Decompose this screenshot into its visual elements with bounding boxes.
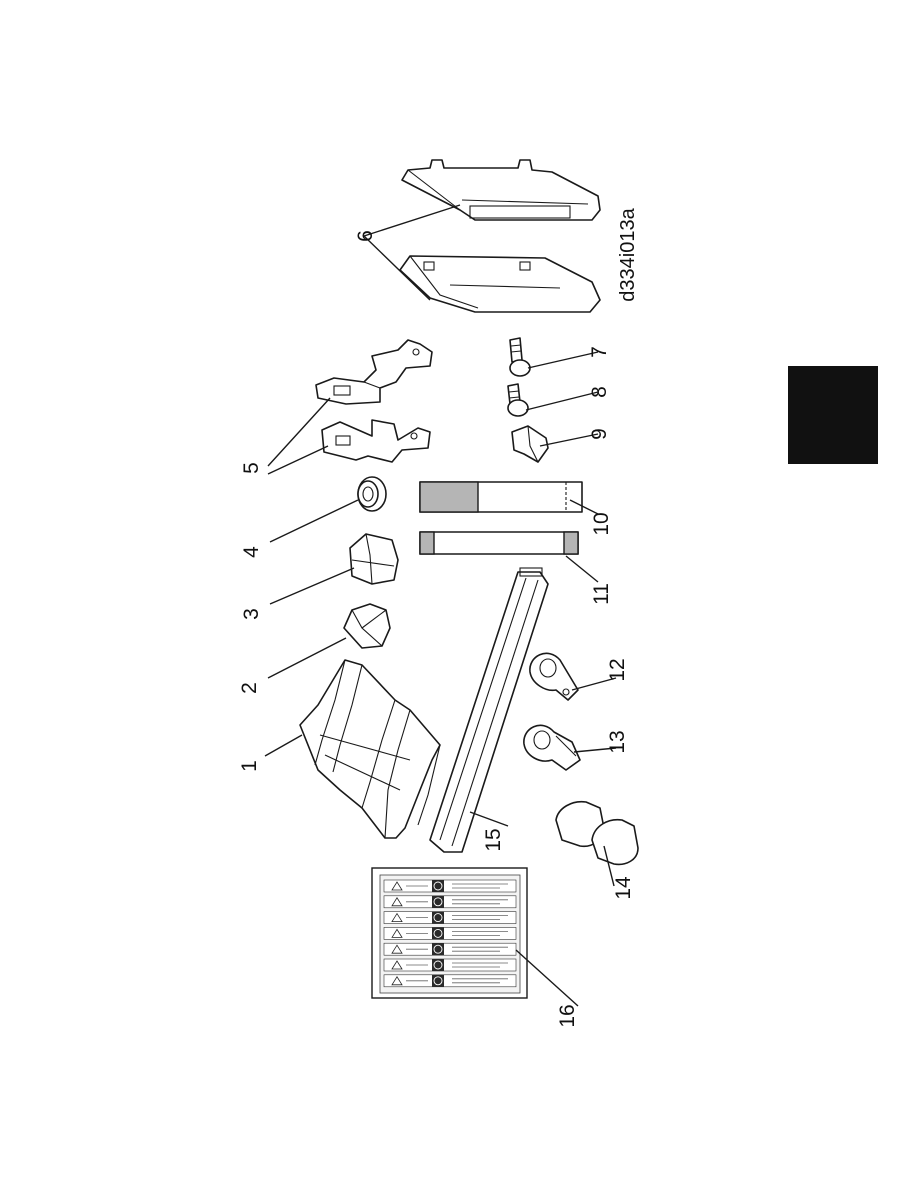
part-11-tape bbox=[420, 532, 578, 554]
part-16-label-sheet bbox=[372, 868, 527, 998]
part-4-cap bbox=[358, 477, 386, 511]
callout-12: 12 bbox=[606, 658, 629, 681]
part-6-cover-a bbox=[400, 256, 600, 312]
part-1-tray bbox=[300, 660, 440, 838]
part-8-screw bbox=[508, 384, 528, 416]
callout-2: 2 bbox=[238, 682, 261, 694]
warning-label bbox=[384, 975, 516, 987]
callout-10: 10 bbox=[590, 512, 613, 535]
callout-5: 5 bbox=[240, 462, 263, 474]
part-6-cover-b bbox=[402, 160, 600, 220]
callout-11: 11 bbox=[590, 583, 613, 605]
callout-4: 4 bbox=[240, 546, 263, 558]
callout-8: 8 bbox=[588, 386, 611, 398]
part-9-bracket bbox=[512, 426, 548, 462]
callout-1: 1 bbox=[238, 760, 261, 772]
part-13-clamp bbox=[524, 725, 580, 770]
part-12-clamp bbox=[530, 653, 578, 700]
callout-7: 7 bbox=[588, 346, 611, 358]
figure-code: d334i013a bbox=[617, 207, 639, 301]
part-14-cover bbox=[556, 802, 638, 865]
callout-14: 14 bbox=[612, 876, 635, 900]
part-3-clip bbox=[350, 534, 398, 584]
part-5-bracket-a bbox=[322, 420, 430, 462]
warning-label bbox=[384, 896, 516, 908]
callout-9: 9 bbox=[588, 428, 611, 440]
callout-6: 6 bbox=[354, 230, 377, 242]
part-2-block bbox=[344, 604, 390, 648]
warning-label bbox=[384, 880, 516, 892]
callout-3: 3 bbox=[240, 608, 263, 620]
part-10-tape bbox=[420, 482, 582, 512]
part-7-screw bbox=[510, 338, 530, 376]
callout-15: 15 bbox=[482, 828, 505, 851]
part-15-rail bbox=[430, 568, 548, 852]
warning-label bbox=[384, 959, 516, 971]
warning-label bbox=[384, 927, 516, 939]
part-5-bracket-b bbox=[316, 340, 432, 404]
warning-label bbox=[384, 943, 516, 955]
callout-13: 13 bbox=[606, 730, 629, 753]
callout-16: 16 bbox=[556, 1004, 579, 1027]
warning-label bbox=[384, 912, 516, 924]
section-tab bbox=[788, 366, 878, 464]
